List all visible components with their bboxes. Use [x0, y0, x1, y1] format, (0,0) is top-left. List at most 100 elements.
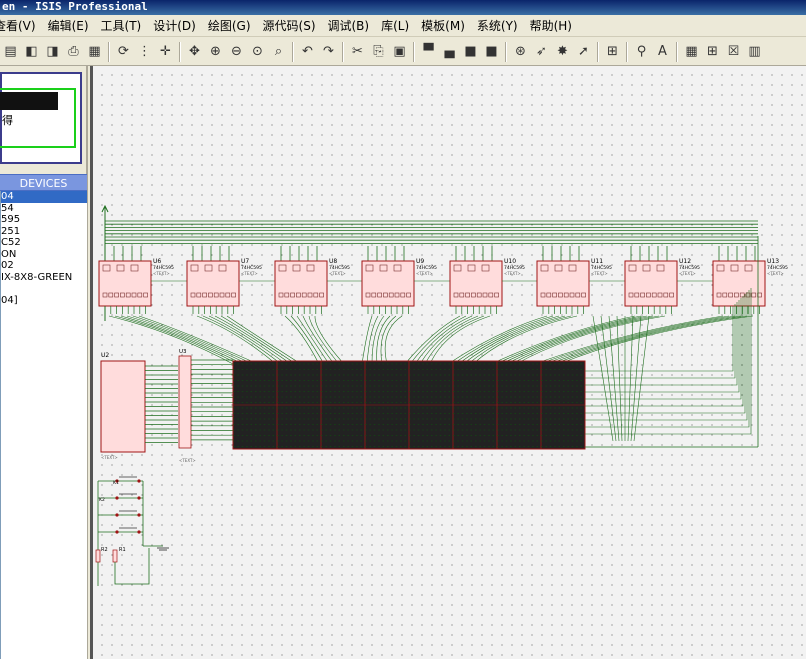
menu-item-4[interactable]: 绘图(G) [207, 18, 251, 33]
zoom-out-icon[interactable]: ⊖ [231, 44, 242, 59]
device-list-item[interactable]: 54 [1, 202, 14, 214]
zoom-in-icon[interactable]: ⊕ [210, 44, 221, 59]
pin-pad [734, 292, 739, 298]
menu-item-8[interactable]: 模板(M) [421, 18, 465, 33]
menu-item-3[interactable]: 设计(D) [153, 18, 196, 33]
refresh-icon[interactable]: ⟳ [118, 44, 129, 59]
text-placeholder: <TEXT> [329, 271, 346, 276]
mcu-body[interactable] [100, 360, 146, 453]
menu-item-1[interactable]: 编辑(E) [47, 18, 89, 33]
resistor-r1[interactable] [112, 549, 118, 563]
shift-register-U13[interactable] [712, 260, 766, 307]
shift-register-U7[interactable] [186, 260, 240, 307]
make-device-icon[interactable]: ➶ [536, 44, 547, 59]
pin-pad [231, 292, 236, 298]
fanout-wire [490, 315, 636, 365]
text-placeholder: <TEXT> [504, 271, 521, 276]
print-icon[interactable]: ⎙ [68, 44, 79, 59]
device-list-item[interactable]: ON [1, 248, 17, 260]
resistor-r2[interactable] [95, 549, 101, 563]
paste-icon[interactable]: ▣ [393, 44, 406, 59]
pin-pad [130, 264, 139, 272]
menu-item-7[interactable]: 库(L) [381, 18, 410, 33]
print-area-icon[interactable]: ▦ [88, 44, 101, 59]
shift-register-U11[interactable] [536, 260, 590, 307]
netlist-icon[interactable]: ▥ [748, 44, 761, 59]
pin-pad [143, 292, 148, 298]
pan-icon[interactable]: ✥ [189, 44, 200, 59]
block-rotate-icon[interactable]: ■ [464, 44, 477, 59]
device-list-item[interactable]: C52 [1, 237, 21, 248]
return-wire [585, 288, 752, 435]
pin-pad [204, 264, 213, 272]
device-list-item[interactable]: IX-8X8-GREEN [1, 271, 73, 283]
property-tool-icon[interactable]: A [658, 44, 667, 59]
shift-register-U10[interactable] [449, 260, 503, 307]
menu-item-5[interactable]: 源代码(S) [262, 18, 316, 33]
grid-icon[interactable]: ⋮ [138, 44, 151, 59]
pin-pad [290, 292, 295, 298]
pin-pad [467, 264, 476, 272]
add-sheet-icon[interactable]: ⊞ [707, 44, 718, 59]
remove-sheet-icon[interactable]: ☒ [727, 44, 740, 59]
wire-autorouter-icon[interactable]: ⊞ [607, 44, 618, 59]
buffer-body[interactable] [178, 355, 192, 449]
device-list-item[interactable]: 251 [1, 225, 21, 237]
shift-register-U8[interactable] [274, 260, 328, 307]
devices-header: DEVICES [0, 174, 87, 191]
new-sheet-icon[interactable]: ▦ [685, 44, 698, 59]
device-list-item[interactable]: 02 [1, 260, 14, 271]
schematic-drawing[interactable]: U674HC595<TEXT>U774HC595<TEXT>U874HC595<… [93, 66, 806, 659]
shift-register-U9[interactable] [361, 260, 415, 307]
fanout-wire [515, 315, 666, 365]
pin-pad [628, 292, 634, 298]
button-contact [115, 479, 119, 483]
buffer-ref: U3 [179, 349, 187, 355]
menu-item-10[interactable]: 帮助(H) [529, 18, 572, 33]
zoom-area-icon[interactable]: ⌕ [274, 44, 283, 59]
shift-register-value: 74HC595 [679, 265, 700, 271]
decompose-icon[interactable]: ➚ [578, 44, 589, 59]
save-icon[interactable]: ▤ [4, 44, 17, 59]
import-icon[interactable]: ◧ [25, 44, 38, 59]
button-contact [137, 513, 141, 517]
device-list-item[interactable] [1, 283, 87, 295]
text-placeholder: <TEXT> [767, 271, 784, 276]
export-icon[interactable]: ◨ [46, 44, 59, 59]
pin-pad [481, 264, 490, 272]
packaging-icon[interactable]: ✸ [557, 44, 568, 59]
pick-device-icon[interactable]: ⊛ [515, 44, 526, 59]
undo-icon[interactable]: ↶ [302, 44, 313, 59]
device-list-item[interactable]: 04 [1, 191, 87, 203]
menu-item-6[interactable]: 调试(B) [327, 18, 370, 33]
overview-viewport[interactable] [0, 88, 76, 148]
device-list-item[interactable]: 595 [1, 214, 21, 225]
overview-window[interactable]: 得 [0, 72, 82, 164]
block-move-icon[interactable]: ▄ [444, 44, 455, 59]
fanout-wire [284, 315, 320, 365]
fanout-wire [314, 315, 345, 365]
pin-pad [546, 292, 552, 298]
resistor-ref: R1 [119, 547, 126, 553]
cut-icon[interactable]: ✂ [352, 44, 363, 59]
search-tag-icon[interactable]: ⚲ [636, 44, 647, 59]
shift-register-U6[interactable] [98, 260, 152, 307]
fanout-wire [462, 315, 566, 365]
pin-pad [114, 292, 119, 298]
menu-item-9[interactable]: 系统(Y) [476, 18, 518, 33]
text-placeholder: <TEXT> [153, 271, 170, 276]
origin-icon[interactable]: ✛ [160, 44, 171, 59]
menu-item-2[interactable]: 工具(T) [100, 18, 142, 33]
menu-item-0[interactable]: 查看(V) [0, 18, 36, 33]
copy-icon[interactable]: ⎘ [373, 44, 384, 59]
zoom-all-icon[interactable]: ⊙ [252, 44, 263, 59]
block-copy-icon[interactable]: ▀ [423, 44, 434, 59]
text-placeholder: <TEXT> [101, 455, 118, 460]
block-delete-icon[interactable]: ■ [485, 44, 498, 59]
shift-register-U12[interactable] [624, 260, 678, 307]
device-list-item[interactable]: 04] [1, 294, 18, 306]
redo-icon[interactable]: ↷ [323, 44, 334, 59]
